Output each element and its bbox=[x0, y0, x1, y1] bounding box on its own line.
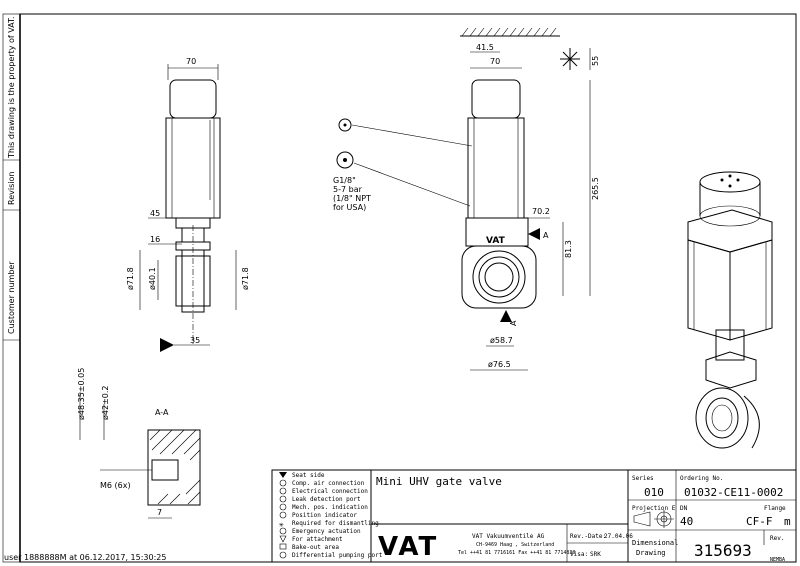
legend-item-8: Emergency actuation bbox=[292, 528, 361, 535]
air-connection-icon bbox=[336, 151, 354, 169]
diff-pumping-icon bbox=[279, 551, 287, 559]
dismantling-legend-icon: ✳ bbox=[279, 520, 284, 529]
section-dia-inner: ø42±0.2 bbox=[101, 386, 110, 421]
title-block bbox=[271, 469, 797, 563]
corner-code: NEMBA bbox=[770, 557, 785, 563]
flange-value: CF-F bbox=[746, 515, 773, 528]
dim-dia-76-5: ø76.5 bbox=[488, 360, 511, 369]
vat-logo: VAT bbox=[378, 532, 438, 562]
legend-item-9: For attachment bbox=[292, 536, 343, 543]
position-indicator-icon bbox=[279, 511, 287, 519]
section-marker-top: A bbox=[543, 231, 549, 240]
dim-flange-45: 45 bbox=[150, 209, 160, 218]
legend-item-10: Bake-out area bbox=[292, 544, 339, 551]
ordering-label: Ordering No. bbox=[680, 475, 723, 482]
dim-dia-58-7: ø58.7 bbox=[490, 336, 513, 345]
mech-pos-icon bbox=[279, 503, 287, 511]
isometric-view bbox=[687, 171, 773, 449]
attachment-icon bbox=[279, 535, 287, 543]
legend-item-7: Required for dismantling bbox=[292, 520, 379, 527]
dim-top-width-front: 70 bbox=[490, 57, 500, 66]
visa-label: Visa: bbox=[570, 551, 588, 558]
air-line-3: (1/8" NPT bbox=[333, 194, 371, 203]
comp-air-icon bbox=[279, 479, 287, 487]
front-view: 41.5 70 55 265.5 VAT 70.2 A 81.3 A ø58.7… bbox=[460, 27, 600, 371]
rev-date-value: 27.04.06 bbox=[604, 533, 633, 540]
thread-m6: M6 (6x) bbox=[100, 481, 131, 490]
dim-depth-35: 35 bbox=[190, 336, 200, 345]
legend: Seat side Comp. air connection Electrica… bbox=[279, 472, 383, 559]
air-connection-callout: G1/8" 5-7 bar (1/8" NPT for USA) bbox=[333, 118, 473, 212]
flange-suffix: m bbox=[784, 515, 791, 528]
legend-item-3: Electrical connection bbox=[292, 488, 368, 495]
side-view: 70 45 16 ø71.8 ø40.1 ø71.8 35 bbox=[126, 57, 250, 352]
legend-item-2: Comp. air connection bbox=[292, 480, 365, 487]
seat-side-arrow-icon bbox=[160, 338, 174, 352]
company-contact: Tel ++41 81 7716161 Fax ++41 81 7714830 bbox=[458, 550, 575, 556]
doc-type-line-2: Drawing bbox=[636, 549, 666, 557]
revision-label: Revision bbox=[7, 172, 16, 205]
emergency-icon bbox=[279, 527, 287, 535]
drawing-number: 315693 bbox=[694, 541, 752, 560]
projection-icon bbox=[633, 510, 674, 528]
flange-label: Flange bbox=[764, 505, 786, 512]
dim-55: 55 bbox=[591, 56, 600, 66]
leak-detection-icon bbox=[279, 495, 287, 503]
dim-dia-71-8-right: ø71.8 bbox=[241, 267, 250, 290]
dim-height-265-5: 265.5 bbox=[591, 177, 600, 200]
section-dia-outer: ø48.35±0.05 bbox=[77, 368, 86, 420]
electrical-connection-icon bbox=[338, 118, 352, 132]
dim-81-3: 81.3 bbox=[564, 240, 573, 258]
dn-value: 40 bbox=[680, 515, 693, 528]
ordering-value: 01032-CE11-0002 bbox=[684, 486, 783, 499]
air-line-4: for USA) bbox=[333, 203, 366, 212]
dim-dia-71-8-left: ø71.8 bbox=[126, 267, 135, 290]
projection-label: Projection E bbox=[632, 505, 676, 512]
dn-label: DN bbox=[680, 505, 688, 512]
section-a-a: ø48.35±0.05 ø42±0.2 A-A M6 (6x) 7 bbox=[77, 368, 201, 519]
section-marker-bottom: A bbox=[509, 320, 518, 326]
air-line-1: G1/8" bbox=[333, 176, 356, 185]
company-address: CH-9469 Haag , Switzerland bbox=[476, 542, 554, 548]
electrical-icon bbox=[279, 487, 287, 495]
air-line-2: 5-7 bar bbox=[333, 185, 363, 194]
section-arrow-top-icon bbox=[528, 228, 540, 240]
footer-stamp: user 1888888M at 06.12.2017, 15:30:25 bbox=[4, 553, 166, 562]
section-arrow-bottom-icon bbox=[500, 310, 512, 322]
dim-dia-40-1: ø40.1 bbox=[148, 267, 157, 290]
doc-type-line-1: Dimensional bbox=[632, 539, 678, 547]
section-depth-7: 7 bbox=[157, 508, 162, 517]
dim-offset-41-5: 41.5 bbox=[476, 43, 494, 52]
rev-label: Rev. bbox=[770, 535, 784, 542]
rev-date-label: Rev.-Date: bbox=[570, 533, 606, 540]
bake-out-icon bbox=[279, 543, 287, 550]
dismantling-icon bbox=[560, 48, 580, 70]
legend-item-1: Seat side bbox=[292, 472, 325, 479]
seat-side-icon bbox=[279, 472, 287, 478]
legend-item-11: Differential pumping port bbox=[292, 552, 383, 559]
dim-70-2: 70.2 bbox=[532, 207, 550, 216]
section-label: A-A bbox=[155, 408, 169, 417]
series-value: 010 bbox=[644, 486, 664, 499]
drawing-title: Mini UHV gate valve bbox=[376, 475, 502, 488]
visa-value: SRK bbox=[590, 551, 601, 558]
legend-item-4: Leak detection port bbox=[292, 496, 361, 503]
vat-body-logo: VAT bbox=[486, 236, 506, 246]
legend-item-6: Position indicator bbox=[292, 512, 357, 519]
dim-top-width-left: 70 bbox=[186, 57, 196, 66]
legend-item-5: Mech. pos. indication bbox=[292, 504, 368, 511]
dim-gap-16: 16 bbox=[150, 235, 160, 244]
company-name: VAT Vakuumventile AG bbox=[472, 533, 545, 540]
property-notice: This drawing is the property of VAT. bbox=[7, 16, 16, 159]
side-margin bbox=[2, 13, 21, 563]
customer-number-label: Customer number bbox=[7, 261, 16, 334]
series-label: Series bbox=[632, 475, 654, 482]
